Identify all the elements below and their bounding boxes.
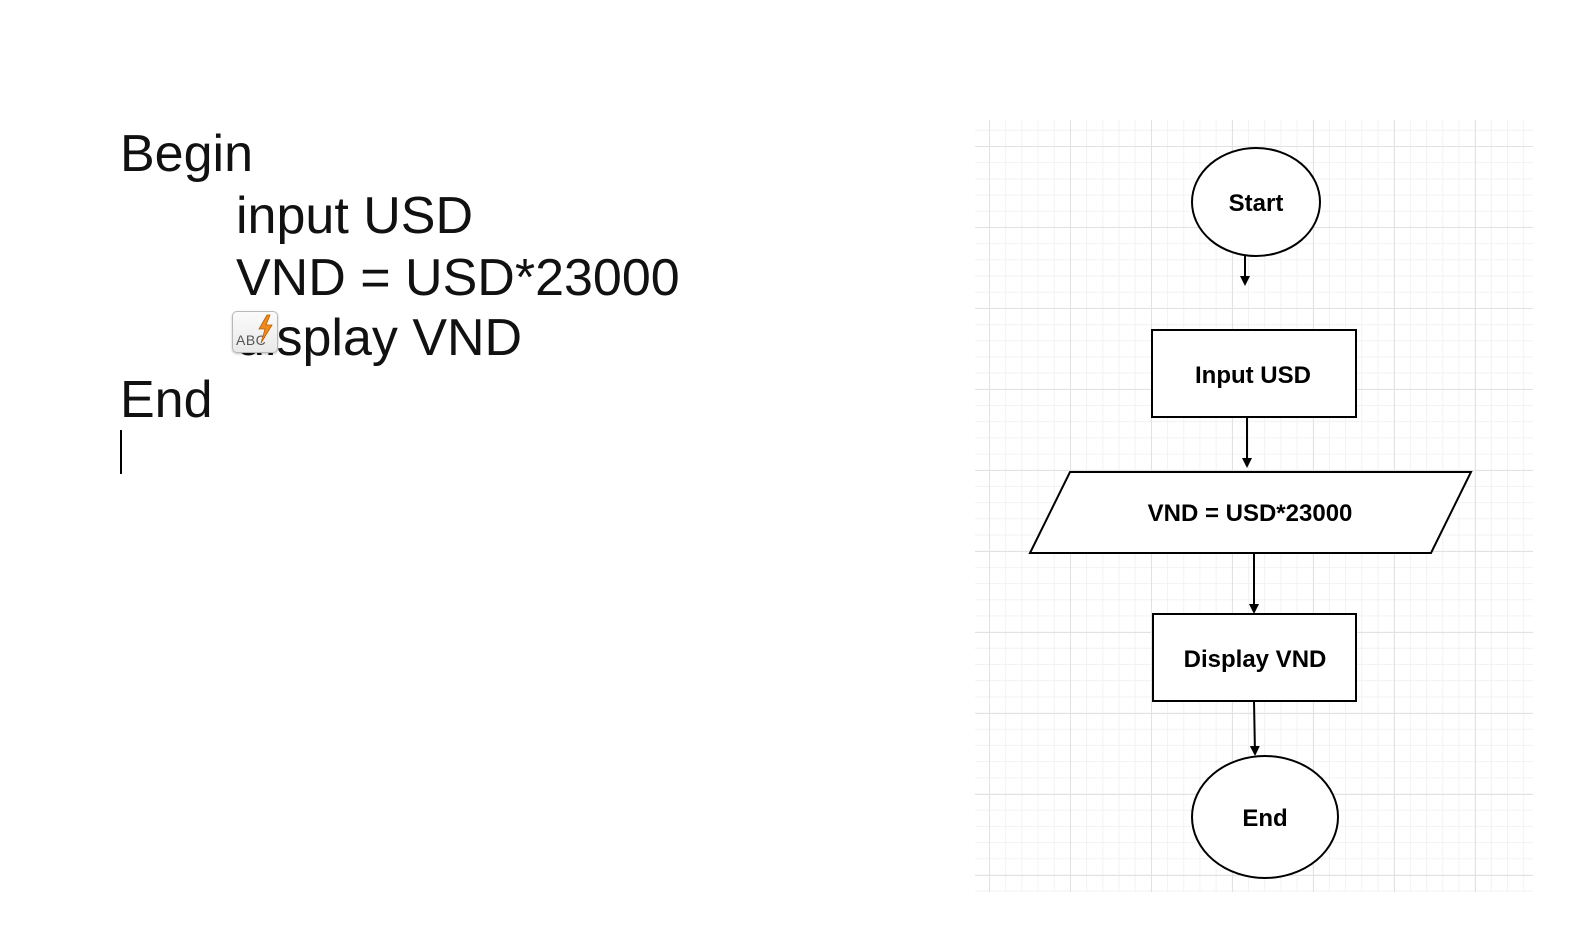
pseudocode-line-input[interactable]: input USD [236,187,473,245]
flowchart-node-process[interactable]: VND = USD*23000 [1028,471,1473,554]
spellcheck-badge-label: ABC [236,332,267,348]
flowchart-node-input-label: Input USD [1195,362,1311,389]
pseudocode-line-calculation[interactable]: VND = USD*23000 [236,249,680,307]
flowchart-node-input[interactable]: Input USD [1151,329,1357,418]
pseudocode-line-begin[interactable]: Begin [120,125,253,183]
flowchart-node-process-label: VND = USD*23000 [1148,500,1353,527]
text-cursor [120,430,122,474]
flowchart-canvas[interactable]: Start Input USD VND = USD*23000 Display … [975,120,1533,892]
flowchart-node-end-label: End [1242,805,1287,832]
pseudocode-line-display[interactable]: display VND [236,309,523,367]
spellcheck-badge[interactable]: ABC [232,311,278,353]
flowchart-node-start-label: Start [1229,190,1284,217]
flowchart-node-display[interactable]: Display VND [1152,613,1357,702]
flowchart-node-end[interactable]: End [1191,755,1339,879]
pseudocode-line-end[interactable]: End [120,371,213,429]
spellcheck-icon [258,314,273,344]
flowchart-connector [1249,700,1260,756]
flowchart-diagram: Start Input USD VND = USD*23000 Display … [1028,147,1473,879]
flowchart-node-display-label: Display VND [1184,646,1327,673]
flowchart-node-start[interactable]: Start [1191,147,1321,257]
